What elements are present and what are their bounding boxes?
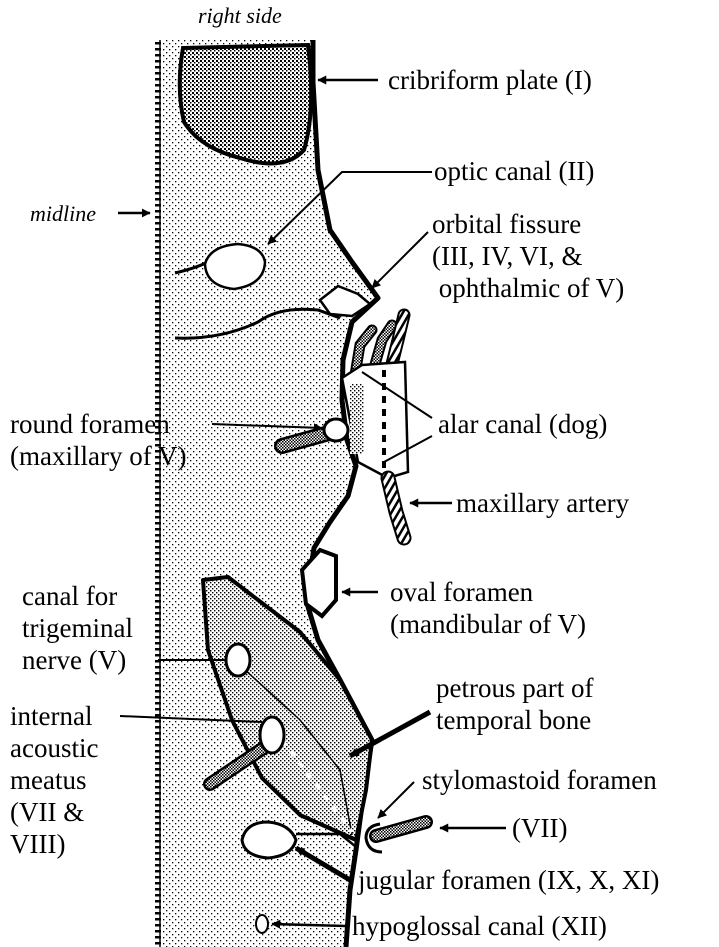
label-petrous-line2: temporal bone	[436, 704, 591, 736]
trigeminal-canal	[226, 644, 250, 676]
label-oval-foramen-line2: (mandibular of V)	[390, 608, 586, 640]
label-vii: (VII)	[512, 812, 567, 844]
label-orbital-fissure-line3: ophthalmic of V)	[432, 272, 624, 304]
label-optic-canal: optic canal (II)	[434, 155, 594, 187]
hypoglossal-canal	[256, 915, 268, 933]
label-trigeminal-line3: nerve (V)	[22, 644, 126, 676]
label-trigeminal-line2: trigeminal	[22, 612, 133, 644]
label-trigeminal-line1: canal for	[22, 580, 117, 612]
alar-canal-shade	[350, 384, 364, 454]
label-maxillary-artery: maxillary artery	[456, 487, 629, 519]
label-alar-canal: alar canal (dog)	[438, 408, 607, 440]
label-right-side: right side	[198, 0, 282, 32]
label-acoustic-line3: meatus	[10, 764, 86, 796]
label-cribriform-plate: cribriform plate (I)	[388, 64, 592, 96]
internal-acoustic-meatus	[260, 717, 284, 753]
label-oval-foramen-line1: oval foramen	[390, 576, 533, 608]
label-stylomastoid-foramen: stylomastoid foramen	[422, 764, 657, 796]
optic-canal	[205, 244, 265, 289]
round-foramen	[324, 419, 348, 441]
label-acoustic-line5: VIII)	[10, 828, 65, 860]
label-jugular-foramen: jugular foramen (IX, X, XI)	[358, 864, 659, 896]
label-petrous-line1: petrous part of	[436, 672, 593, 704]
label-round-foramen-line2: (maxillary of V)	[10, 440, 186, 472]
label-midline: midline	[30, 198, 96, 230]
label-orbital-fissure-line1: orbital fissure	[432, 208, 581, 240]
jugular-foramen	[242, 822, 296, 858]
label-acoustic-line2: acoustic	[10, 732, 98, 764]
label-orbital-fissure-line2: (III, IV, VI, &	[432, 240, 582, 272]
arrow-orbital	[372, 232, 428, 288]
arrow-stylomastoid	[378, 782, 414, 818]
label-hypoglossal-canal: hypoglossal canal (XII)	[352, 910, 607, 942]
label-acoustic-line1: internal	[10, 700, 92, 732]
label-round-foramen-line1: round foramen	[10, 408, 170, 440]
label-acoustic-line4: (VII &	[10, 796, 84, 828]
